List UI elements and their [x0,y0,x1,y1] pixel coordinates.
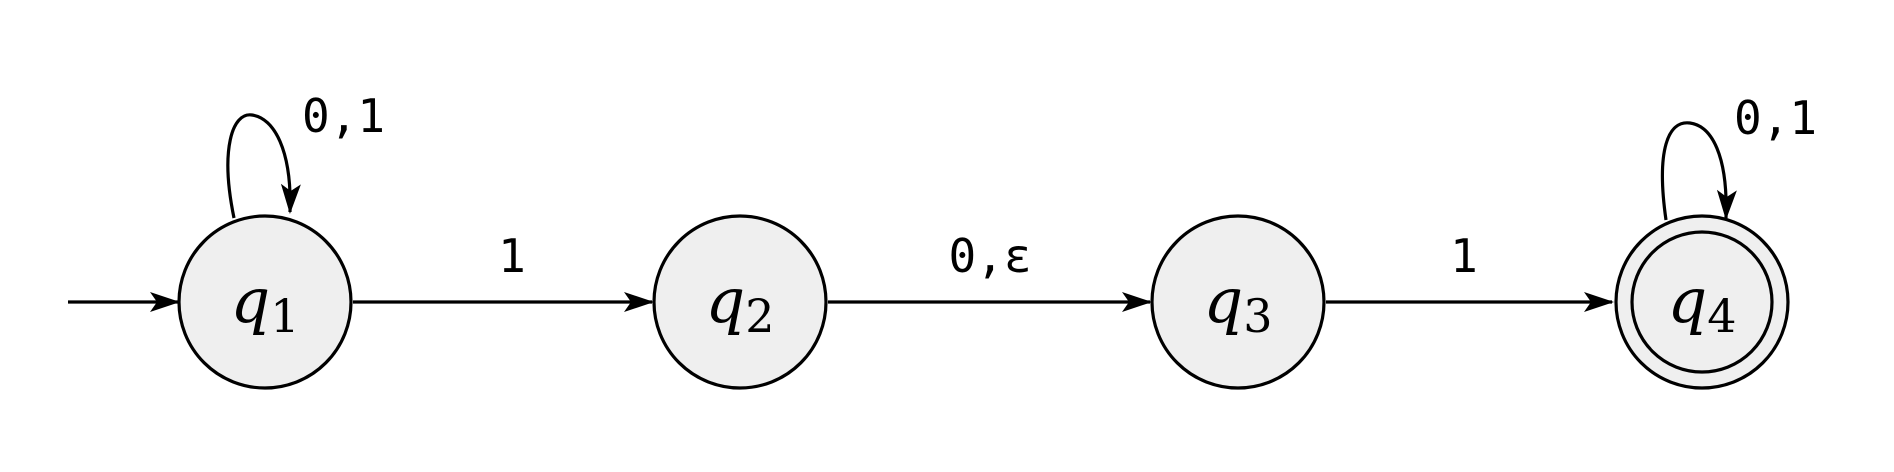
accepting-ring [1630,230,1774,374]
state-q3-subscript: 3 [1243,289,1272,343]
self-loop-q4 [1660,121,1737,221]
state-q1-label: q [231,264,271,337]
state-q3-label: q [1204,264,1244,337]
label-loop-q1: 0,1 [302,89,385,143]
label-q2-q3: 0,ε [948,229,1031,283]
svg-text:q1: q1 [231,264,300,343]
state-q4[interactable]: q4 [1614,214,1790,390]
svg-text:q4: q4 [1668,264,1737,343]
label-q1-q2: 1 [498,229,526,283]
label-loop-q4: 0,1 [1734,91,1817,145]
label-q3-q4: 1 [1450,229,1478,283]
state-q4-subscript: 4 [1707,289,1736,343]
state-q1-subscript: 1 [270,289,299,343]
state-q2-label: q [706,264,746,337]
svg-text:q2: q2 [706,264,775,343]
state-q2[interactable]: q2 [652,214,828,390]
state-q3[interactable]: q3 [1150,214,1326,390]
self-loop-q1 [226,113,301,219]
svg-text:q3: q3 [1204,264,1273,343]
state-q1[interactable]: q1 [177,214,353,390]
state-q2-subscript: 2 [745,289,774,343]
state-q4-label: q [1668,264,1708,337]
